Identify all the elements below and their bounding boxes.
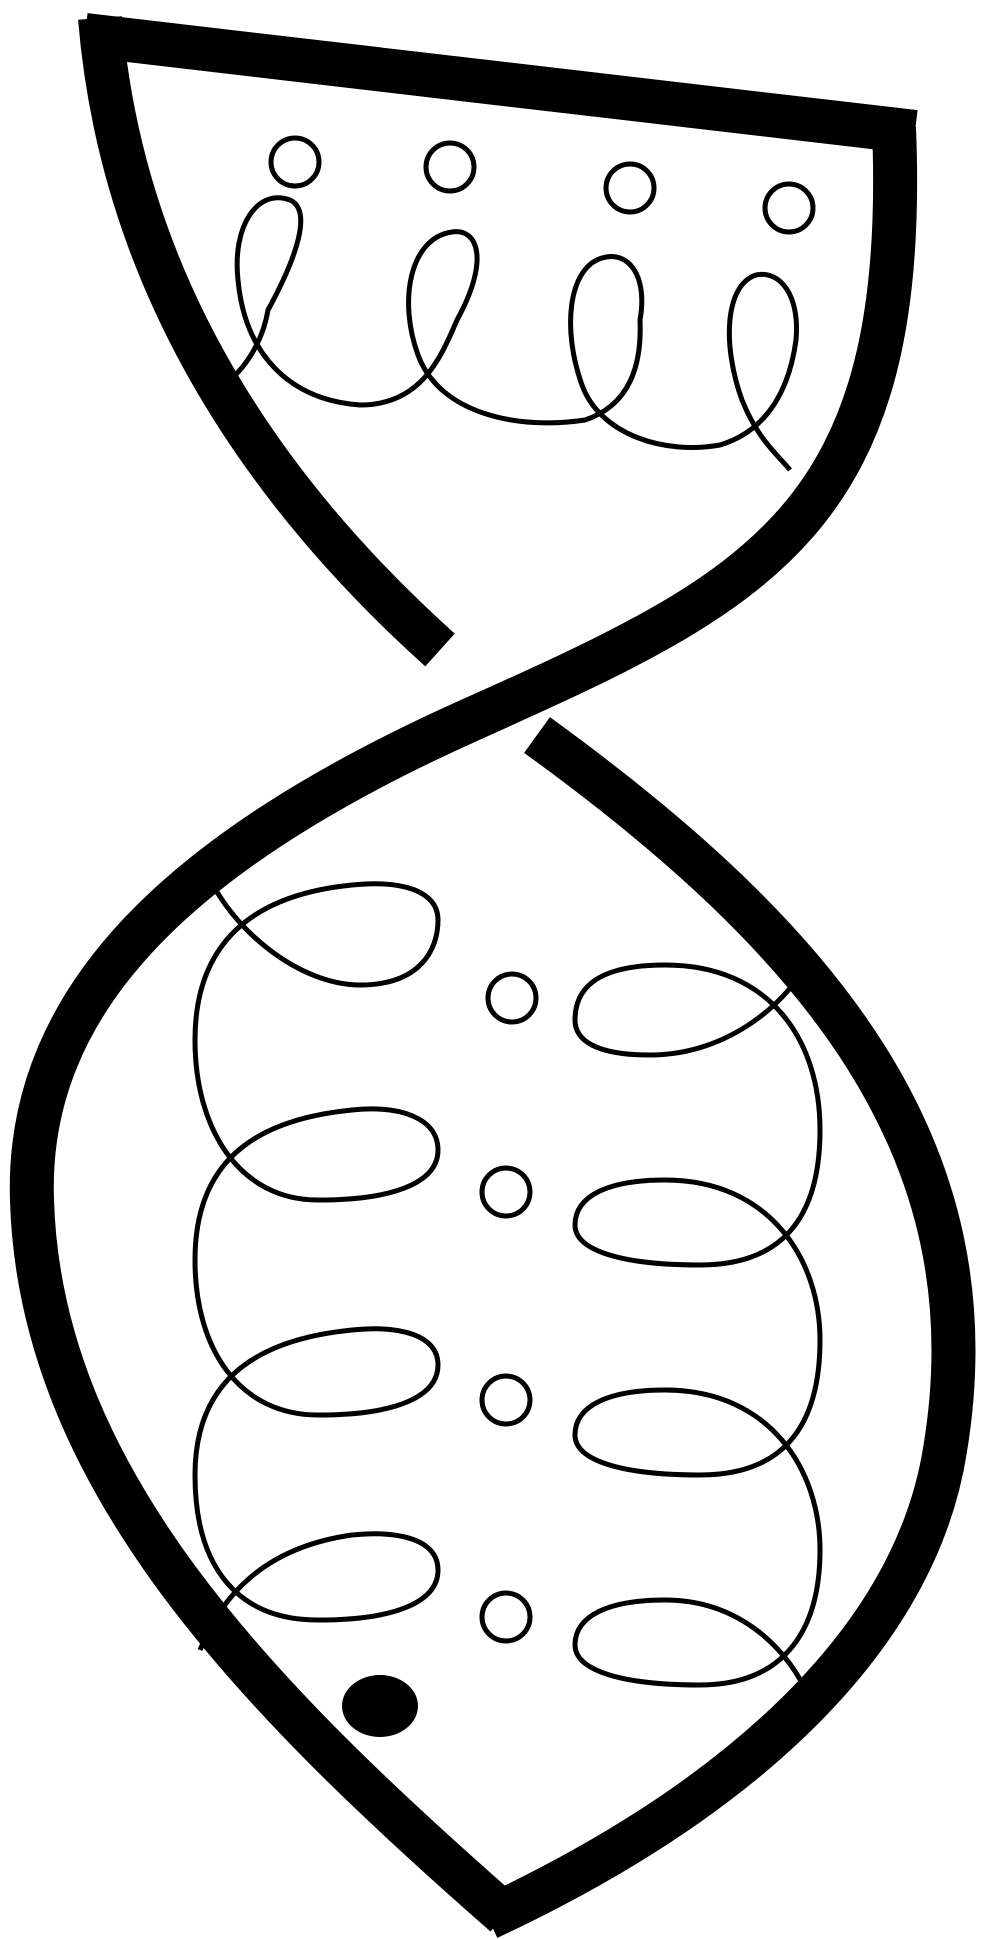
filled-dot xyxy=(342,1675,418,1737)
